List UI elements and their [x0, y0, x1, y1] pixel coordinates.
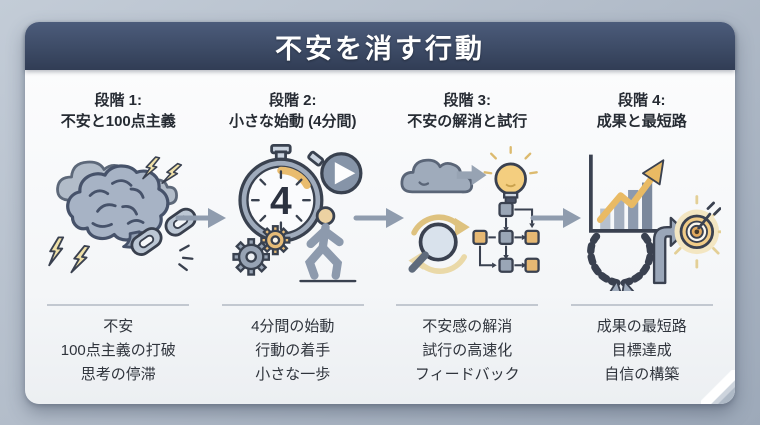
stage-1-points: 不安 100点主義の打破 思考の停滞: [60, 318, 176, 383]
lightning-bolt-icon: [48, 156, 183, 274]
page-corner-fold: [701, 370, 735, 404]
anxiety-brain-illustration: [48, 156, 197, 274]
stage-1: 段階 1: 不安と100点主義: [31, 70, 206, 387]
stage-1-divider: [47, 304, 190, 306]
broken-chain-icon: [130, 207, 197, 272]
cloud-to-idea-icon: [400, 158, 487, 194]
stage-3-title: 段階 3: 不安の解消と試行: [407, 92, 528, 130]
stage-2-title: 段階 2: 小さな始動 (4分間): [228, 92, 357, 130]
stage-2: 段階 2: 小さな始動 (4分間): [206, 70, 381, 387]
header-band: 不安を消す行動: [25, 22, 735, 70]
stage-1-title: 段階 1: 不安と100点主義: [60, 92, 176, 130]
stage-4-divider: [570, 304, 713, 306]
small-start-illustration: 4: [232, 143, 363, 283]
gears-icon: [232, 225, 291, 276]
stage-3: 段階 3: 不安の解消と試行: [380, 70, 555, 387]
lightbulb-icon: [483, 146, 539, 204]
results-illustration: [586, 154, 721, 291]
page-title: 不安を消す行動: [275, 33, 485, 64]
resolve-and-trial-illustration: [400, 146, 540, 274]
growth-chart-icon: [588, 154, 665, 233]
flow-arrow-icon: [353, 208, 404, 228]
brain-icon: [66, 164, 170, 249]
stage-4-title: 段階 4: 成果と最短路: [596, 92, 687, 130]
play-button-icon: [319, 152, 363, 195]
magnifier-cycle-icon: [408, 214, 471, 274]
stopwatch-number: 4: [270, 180, 292, 223]
stage-3-points: 不安感の解消 試行の高速化 フィードバック: [414, 318, 520, 383]
laurel-wreath-icon: [586, 232, 654, 291]
stage-3-divider: [396, 304, 539, 306]
infographic-card: 不安を消す行動 段階 1: 不安と100点主義: [25, 22, 735, 404]
walking-person-icon: [299, 206, 357, 283]
flow-arrow-icon: [175, 208, 226, 228]
flowchart-icon: [472, 201, 540, 273]
flow-arrow-icon: [530, 208, 581, 228]
stage-4: 段階 4: 成果と最短路: [555, 70, 730, 387]
stage-4-points: 成果の最短路 目標達成 自信の構築: [596, 318, 687, 383]
stopwatch-icon: 4: [238, 143, 324, 243]
stage-2-points: 4分間の始動 行動の着手 小さな一歩: [251, 318, 335, 383]
target-icon: [673, 195, 721, 269]
stage-2-divider: [221, 304, 364, 306]
stages-row: 段階 1: 不安と100点主義: [25, 70, 735, 387]
